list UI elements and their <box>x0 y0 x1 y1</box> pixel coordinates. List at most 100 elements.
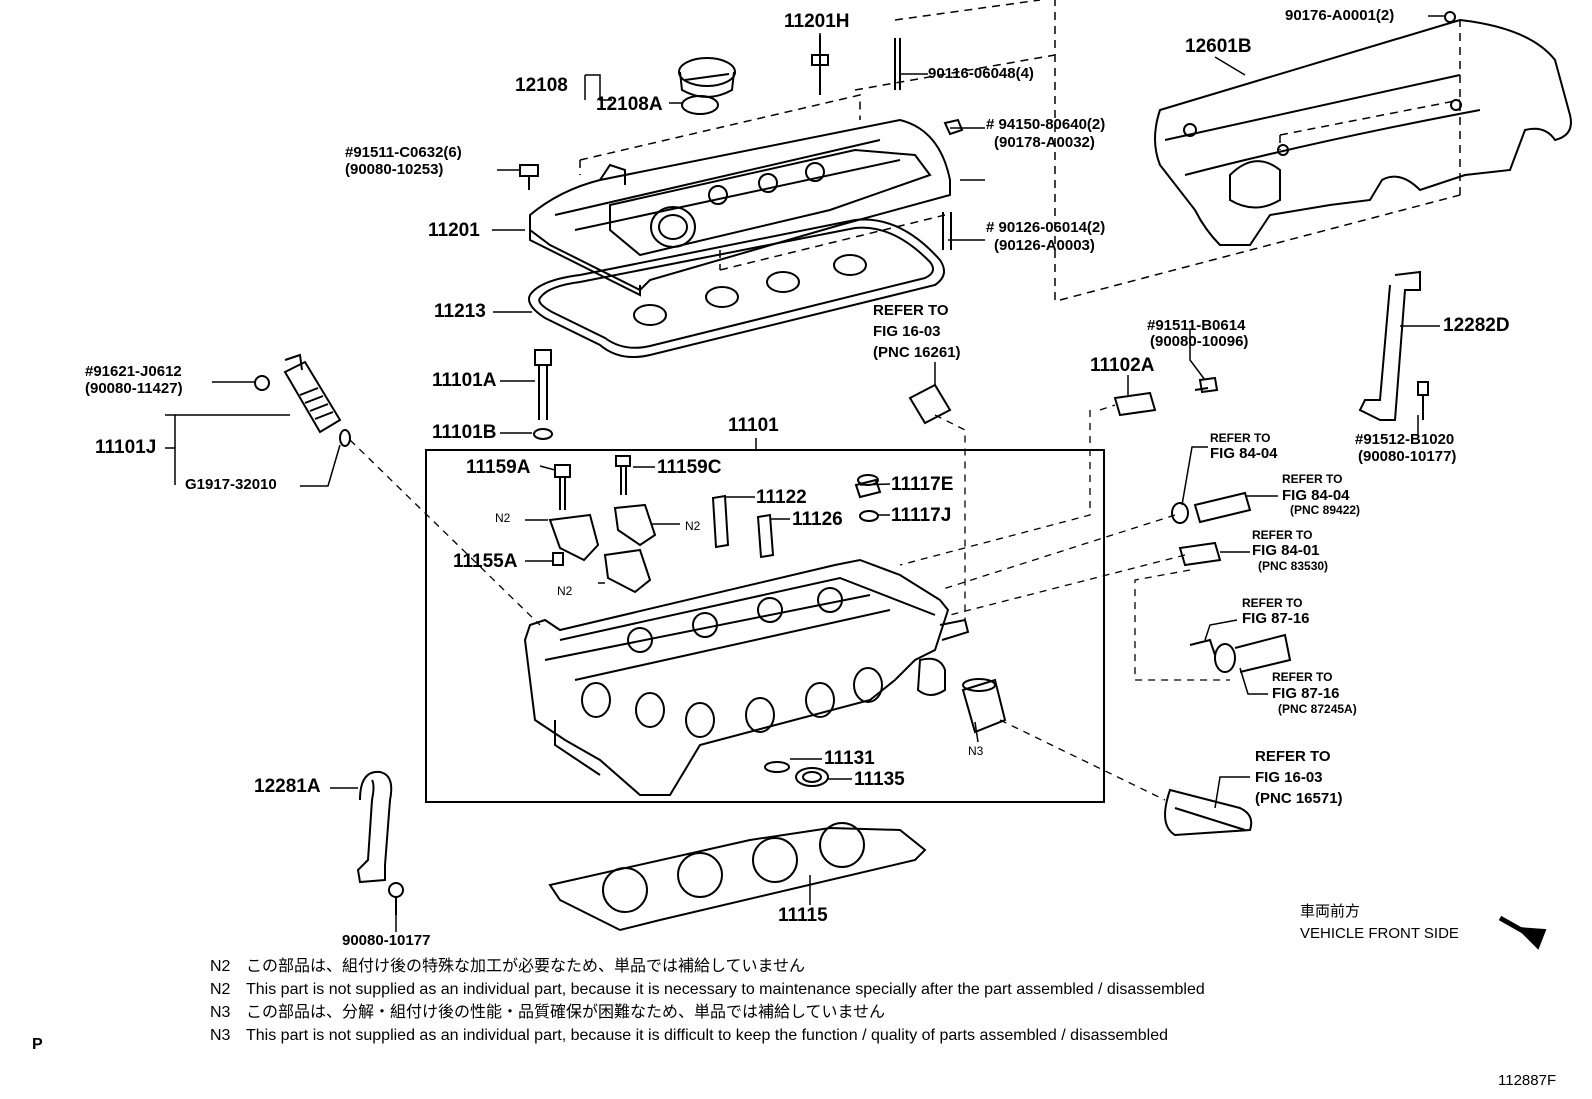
part-label-91512[interactable]: #91512-B1020 <box>1355 431 1455 448</box>
part-label-11213[interactable]: 11213 <box>434 301 486 322</box>
washer-11101b <box>533 428 553 440</box>
refer-6-line3[interactable]: (PNC 87245A) <box>1278 702 1357 716</box>
clamp-hose-fig87-16 <box>1189 633 1292 673</box>
refer-1-line1[interactable]: REFER TO <box>873 302 949 319</box>
leader-lines <box>165 15 1444 932</box>
part-label-90126-a0003[interactable]: (90126-A0003) <box>994 237 1095 254</box>
plug-n3 <box>961 678 1007 734</box>
note-text: This part is not supplied as an individu… <box>246 1027 1168 1044</box>
hose-pnc16261 <box>908 383 952 425</box>
stud-90116 <box>894 38 901 90</box>
part-label-90116[interactable]: 90116-06048(4) <box>928 65 1034 82</box>
part-label-90080-11427[interactable]: (90080-11427) <box>85 380 183 397</box>
refer-1-line2[interactable]: FIG 16-03 <box>873 323 941 340</box>
refer-4-line3[interactable]: (PNC 83530) <box>1258 559 1329 573</box>
bolts-11159 <box>554 455 631 510</box>
part-label-90178[interactable]: (90178-A0032) <box>994 134 1095 151</box>
part-label-90080-10177b[interactable]: (90080-10177) <box>1358 448 1457 465</box>
note-code: N3 <box>210 1004 231 1021</box>
part-label-11115[interactable]: 11115 <box>778 905 828 926</box>
note-code: N2 <box>210 981 231 998</box>
refer-7-line2[interactable]: FIG 16-03 <box>1255 769 1323 786</box>
refer-4-line1[interactable]: REFER TO <box>1252 528 1313 542</box>
note-code: N3 <box>210 1027 231 1044</box>
refer-6-line2[interactable]: FIG 87-16 <box>1272 685 1340 702</box>
part-label-11201[interactable]: 11201 <box>428 220 480 241</box>
refer-4-line2[interactable]: FIG 84-01 <box>1252 542 1320 559</box>
part-label-11101b[interactable]: 11101B <box>432 422 497 443</box>
refer-2-line2[interactable]: FIG 84-04 <box>1210 445 1278 462</box>
hose-fig16-03 <box>1164 788 1253 837</box>
refer-7-line1[interactable]: REFER TO <box>1255 748 1331 765</box>
refer-3-line2[interactable]: FIG 84-04 <box>1282 487 1350 504</box>
valve-cover-11201 <box>529 118 951 297</box>
part-label-11126[interactable]: 11126 <box>792 509 843 530</box>
part-label-11131[interactable]: 11131 <box>824 748 875 769</box>
part-label-91621[interactable]: #91621-J0612 <box>85 363 182 380</box>
refer-3-line3[interactable]: (PNC 89422) <box>1290 503 1361 517</box>
part-label-90176[interactable]: 90176-A0001(2) <box>1285 7 1395 24</box>
part-label-11101a[interactable]: 11101A <box>432 370 497 391</box>
part-label-90126-06014[interactable]: # 90126-06014(2) <box>986 219 1106 236</box>
refer-2-line1[interactable]: REFER TO <box>1210 431 1271 445</box>
part-label-12601b[interactable]: 12601B <box>1185 36 1252 57</box>
gasket-11117j <box>859 510 879 522</box>
gasket-11131 <box>764 761 790 773</box>
marker-n2-a: N2 <box>495 511 511 525</box>
cylinder-head-11101 <box>523 558 970 796</box>
refer-3-line1[interactable]: REFER TO <box>1282 472 1343 486</box>
refer-6-line1[interactable]: REFER TO <box>1272 670 1333 684</box>
part-label-90080-10177[interactable]: 90080-10177 <box>342 932 431 949</box>
part-label-90080-10096[interactable]: (90080-10096) <box>1150 333 1249 350</box>
temp-sensor-fig84-04 <box>1171 491 1252 524</box>
part-label-11201h[interactable]: 11201H <box>784 11 850 32</box>
part-label-11101[interactable]: 11101 <box>728 415 779 436</box>
part-label-11102a[interactable]: 11102A <box>1090 355 1155 376</box>
part-label-12282d[interactable]: 12282D <box>1443 315 1510 336</box>
marker-n3: N3 <box>968 744 984 758</box>
part-label-11101j[interactable]: 11101J <box>95 437 157 458</box>
part-label-12108a[interactable]: 12108A <box>596 94 663 115</box>
part-label-12281a[interactable]: 12281A <box>254 776 321 797</box>
part-label-12108[interactable]: 12108 <box>515 75 568 96</box>
valve-cover-dashed-outline <box>579 94 946 271</box>
part-label-91511-b0614[interactable]: #91511-B0614 <box>1147 317 1246 334</box>
head-gasket-11115 <box>548 822 927 932</box>
part-label-91511-c0632[interactable]: #91511-C0632(6) <box>345 144 462 161</box>
part-label-11135[interactable]: 11135 <box>854 769 905 790</box>
part-label-g1917[interactable]: G1917-32010 <box>185 476 277 493</box>
sensor-fig84-01 <box>1178 541 1222 567</box>
dashed-leaders <box>349 404 1230 801</box>
pins-11122-11126 <box>711 494 775 559</box>
refer-7-line3[interactable]: (PNC 16571) <box>1255 790 1343 807</box>
part-label-11117j[interactable]: 11117J <box>891 505 952 526</box>
note-n3-jp: N3 この部品は、分解・組付け後の性能・品質確保が困難なため、単品では補給していま… <box>210 1004 885 1022</box>
note-n2-en: N2 This part is not supplied as an indivi… <box>210 981 1205 999</box>
sensor-11102a <box>1113 391 1157 417</box>
oil-filler-cap-12108 <box>678 57 736 115</box>
part-label-11122[interactable]: 11122 <box>756 487 807 508</box>
nut-94150 <box>943 118 964 136</box>
bolt-91511-b0614 <box>1194 376 1219 394</box>
part-label-11155a[interactable]: 11155A <box>453 551 518 572</box>
part-label-94150[interactable]: # 94150-80640(2) <box>986 116 1106 133</box>
refer-5-line1[interactable]: REFER TO <box>1242 596 1303 610</box>
part-label-11117e[interactable]: 11117E <box>891 474 954 495</box>
plug-11117e <box>854 474 882 499</box>
note-text: This part is not supplied as an individu… <box>246 981 1205 998</box>
bolt-11101a <box>534 349 552 420</box>
vehicle-front-jp: 車両前方 <box>1300 903 1361 920</box>
refer-1-line3[interactable]: (PNC 16261) <box>873 344 961 361</box>
refer-5-line2[interactable]: FIG 87-16 <box>1242 610 1310 627</box>
note-text: この部品は、組付け後の特殊な加工が必要なため、単品では補給していません <box>246 958 806 975</box>
engine-cover-12601b <box>1154 18 1572 246</box>
part-label-11159a[interactable]: 11159A <box>466 457 531 478</box>
part-label-11159c[interactable]: 11159C <box>657 457 722 478</box>
cover-dashed-outline <box>854 0 1461 301</box>
marker-n2-c: N2 <box>557 584 573 598</box>
marker-n2-b: N2 <box>685 519 701 533</box>
note-text: この部品は、分解・組付け後の性能・品質確保が困難なため、単品では補給していません <box>246 1004 886 1021</box>
camshaft-caps <box>548 503 657 594</box>
part-label-90080-10253[interactable]: (90080-10253) <box>345 161 444 178</box>
